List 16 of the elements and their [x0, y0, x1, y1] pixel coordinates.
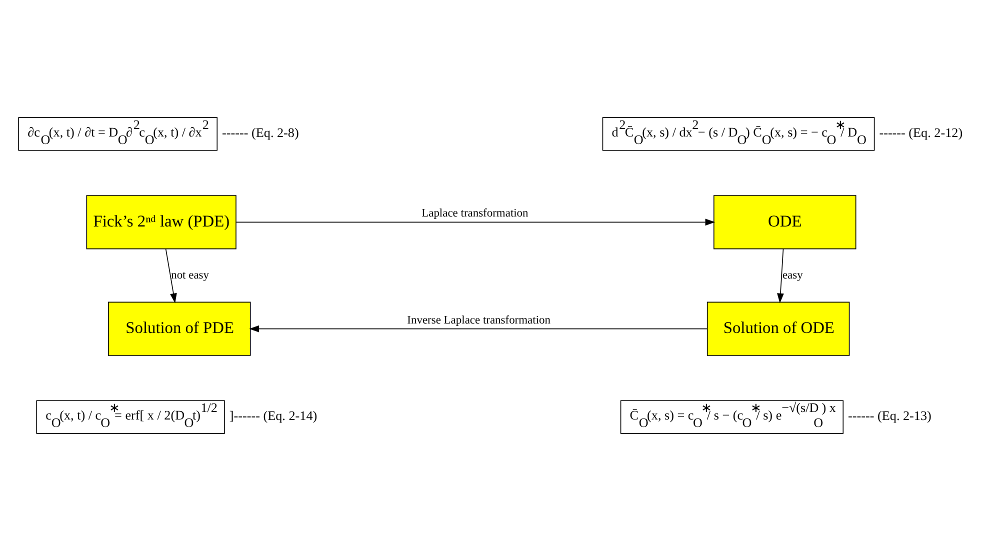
node-box: Solution of ODE: [706, 301, 850, 356]
edge-label: not easy: [171, 269, 209, 282]
node-label: ------ (Eq. 2-13): [848, 408, 932, 423]
arrow: [777, 248, 784, 303]
node-label: ]------ (Eq. 2-14): [229, 408, 318, 423]
node-box: ODE: [714, 194, 856, 249]
edge-label: Inverse Laplace transformation: [407, 314, 550, 326]
edge-label: Laplace transformation: [422, 207, 528, 220]
arrow: [249, 324, 708, 332]
arrow: [236, 218, 716, 226]
arrow: [165, 248, 177, 303]
node-box: Fick’s 2ⁿᵈ law (PDE): [86, 194, 236, 249]
node-label: ------ (Eq. 2-8): [222, 124, 299, 140]
node-label: ------ (Eq. 2-12): [879, 124, 963, 140]
edge-label: easy: [782, 269, 803, 282]
node-box: Solution of PDE: [108, 301, 251, 356]
